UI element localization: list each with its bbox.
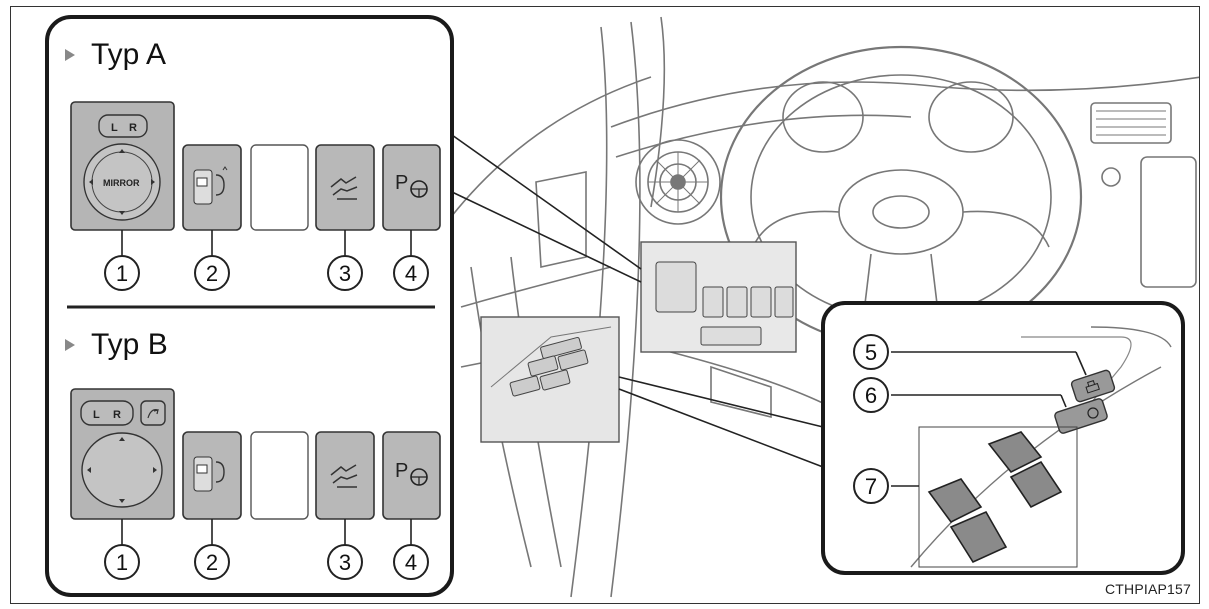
mirror-b-left-label: L [93, 409, 100, 421]
mirror-fold-icon [147, 409, 159, 419]
section-b-marker-icon [65, 339, 75, 351]
figure-code: CTHPIAP157 [1104, 581, 1191, 597]
callout-4-b: 4 [405, 550, 417, 575]
window-switch-front-right [987, 431, 1043, 474]
section-a-marker-icon [65, 49, 75, 61]
parking-b-label: P [395, 460, 408, 482]
callout-3-b: 3 [339, 550, 351, 575]
mirror-a-right-label: R [129, 122, 137, 134]
mirror-b-right-label: R [113, 409, 121, 421]
callout-1-a: 1 [116, 261, 128, 286]
door-lock-icon [1087, 407, 1099, 419]
fold-mirror-switch-a [182, 144, 242, 231]
sensor-switch-b [315, 431, 375, 520]
mirror-a-text: MIRROR [103, 178, 140, 188]
callout-1-b: 1 [116, 550, 128, 575]
window-switch-rear-left [949, 510, 1008, 564]
parking-switch-b: P [382, 431, 441, 520]
mirror-switch-a: L R MIRROR [70, 101, 175, 231]
blank-switch-a [250, 144, 309, 231]
section-a-title: Typ A [91, 38, 166, 71]
sensor-switch-a [315, 144, 375, 231]
door-switch-panel [480, 316, 620, 443]
zoom-leader-lines [451, 134, 824, 468]
callout-2-b: 2 [206, 550, 218, 575]
mirror-switch-b: L R [70, 388, 175, 520]
callout-3-a: 3 [339, 261, 351, 286]
callout-6: 6 [865, 383, 877, 408]
section-b-title: Typ B [91, 328, 168, 361]
callout-2-a: 2 [206, 261, 218, 286]
callout-4-a: 4 [405, 261, 417, 286]
window-lock-switch [1070, 369, 1116, 403]
callouts-b: 1 2 3 4 [104, 519, 429, 580]
figure-frame: Typ A L R MIRROR P 1 2 3 [10, 6, 1200, 604]
mirror-a-left-label: L [111, 122, 118, 134]
parking-switch-a: P [382, 144, 441, 231]
dash-switch-panel [640, 241, 797, 353]
callout-5: 5 [865, 340, 877, 365]
callouts-a: 1 2 3 4 [104, 230, 429, 291]
diagram-canvas: Typ A L R MIRROR P 1 2 3 [45, 15, 1199, 598]
sensor-icon [330, 176, 358, 200]
window-lock-icon [1085, 379, 1100, 394]
window-switch-rear-right [1009, 460, 1063, 509]
sensor-icon [330, 464, 358, 488]
callout-7: 7 [865, 474, 877, 499]
door-lock-switch [1054, 398, 1108, 434]
blank-switch-b [250, 431, 309, 520]
fold-mirror-switch-b [182, 431, 242, 520]
door-switches-panel: 5 6 7 [821, 301, 1185, 575]
parking-a-label: P [395, 172, 408, 194]
window-switch-front-left [927, 478, 983, 524]
